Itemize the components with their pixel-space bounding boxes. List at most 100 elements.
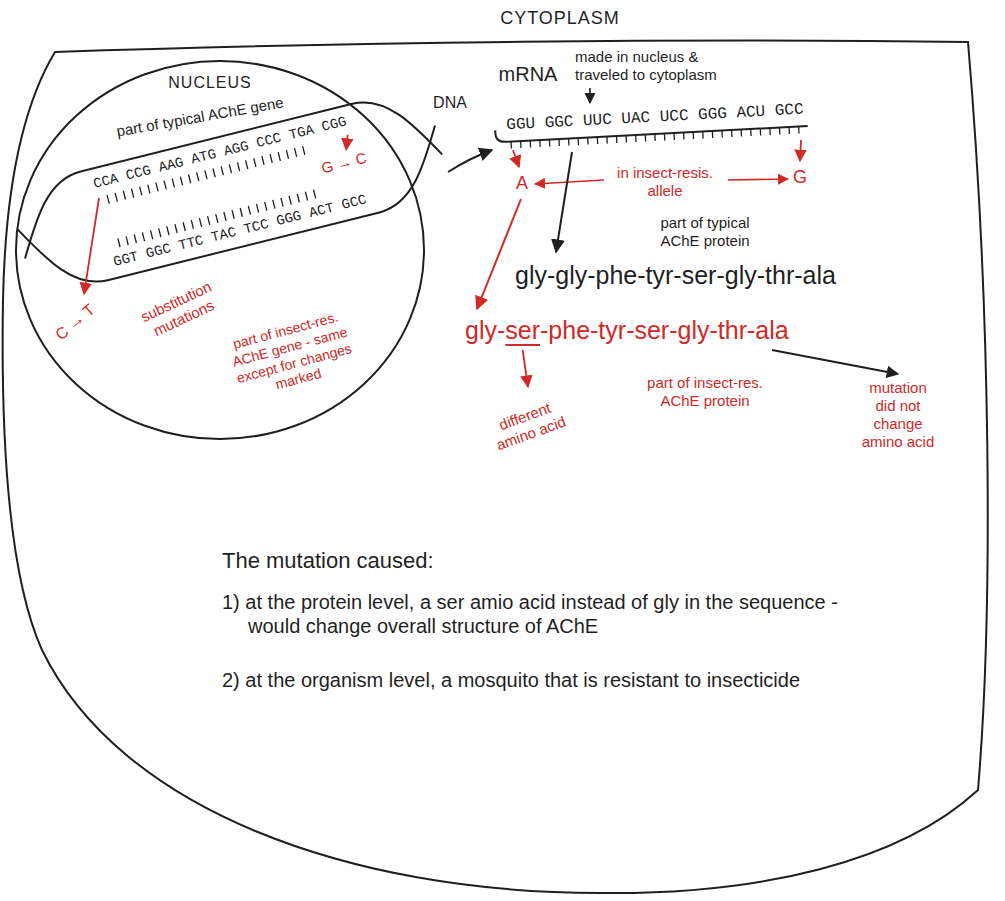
base-pair-tick <box>303 146 316 198</box>
base-tick <box>520 141 522 148</box>
leader-arrow <box>772 350 898 374</box>
label-holder: part of insect-res. AChE protein <box>630 374 780 410</box>
mrna-sequence: GGU GGC UUC UAC UCC GGG ACU GCC <box>506 101 804 136</box>
pointer-arrow <box>589 88 591 103</box>
base-tick <box>606 137 608 144</box>
mutation-arrow <box>84 198 99 294</box>
base-tick <box>731 130 733 137</box>
base-pair-tick <box>246 160 259 212</box>
structure-label: DNA <box>433 93 467 112</box>
nuclear-envelope <box>16 61 424 439</box>
label-holder: gly-ser-phe-tyr-ser-gly-thr-ala <box>465 315 789 345</box>
base-tick <box>673 133 675 140</box>
protein-label: part of typical AChE protein <box>640 214 770 250</box>
base-pair-tick <box>254 158 267 210</box>
base-pair-tick <box>123 191 136 243</box>
mutation-note: part of insect-res. AChE gene - same exc… <box>218 305 366 405</box>
base-pair-tick <box>172 179 185 231</box>
base-pair-tick <box>131 189 144 241</box>
base-tick <box>788 127 790 134</box>
label-holder: mutation did not change amino acid <box>858 379 938 451</box>
base-tick <box>530 141 532 148</box>
label-holder: different amino acid <box>477 392 579 458</box>
base-tick <box>769 128 771 135</box>
mutation-arrow <box>343 135 351 150</box>
base-tick <box>539 140 541 147</box>
label-holder: part of typical AChE protein <box>640 214 770 250</box>
underline-mark <box>505 344 540 346</box>
label-holder: substitution mutations <box>123 270 238 349</box>
base-pair-tick <box>140 187 153 239</box>
label-holder: mRNA <box>499 62 558 86</box>
label-holder: A <box>516 173 528 195</box>
base-pair-tick <box>164 181 177 233</box>
base-pair-tick <box>156 183 169 235</box>
label-holder: C → T <box>51 300 99 344</box>
mutation-label: C → T <box>51 300 99 344</box>
amino-acid-sequence: gly-gly-phe-tyr-ser-gly-thr-ala <box>515 260 836 290</box>
base-pair-tick <box>205 170 218 222</box>
base-tick <box>683 133 685 140</box>
base-pair-tick <box>221 166 234 218</box>
amino-acid-sequence: gly-ser-phe-tyr-ser-gly-thr-ala <box>465 315 789 345</box>
base-pair-tick <box>229 164 242 216</box>
pointer-arrow <box>535 180 604 184</box>
base-tick <box>625 136 627 143</box>
base-pair-tick <box>270 154 283 206</box>
base-pair-tick <box>148 185 161 237</box>
summary-heading: The mutation caused: <box>222 548 434 574</box>
dna-sequence: GGT GGC TTC TAC TCC GGG ACT GCC <box>112 191 369 270</box>
base-tick <box>577 138 579 145</box>
label-holder: made in nucleus & traveled to cytoplasm <box>575 48 750 84</box>
base-change: A <box>516 173 528 195</box>
mutation-note: different amino acid <box>477 392 579 458</box>
base-tick <box>597 137 599 144</box>
mutation-arrow <box>800 140 801 161</box>
region-heading: CYTOPLASM <box>460 8 660 30</box>
base-tick <box>568 139 570 146</box>
base-tick <box>779 127 781 134</box>
label-holder: The mutation caused: <box>222 548 434 574</box>
base-tick <box>721 131 723 138</box>
base-pair-tick <box>213 168 226 220</box>
base-tick <box>664 134 666 141</box>
pointer-arrow <box>728 179 788 180</box>
summary-point: 2) at the organism level, a mosquito tha… <box>222 668 802 692</box>
leader-arrow <box>523 350 528 387</box>
label-holder: DNA <box>433 93 467 112</box>
base-pair-tick <box>107 195 120 247</box>
base-tick <box>798 126 800 133</box>
base-tick <box>558 139 560 146</box>
label-holder: G <box>793 167 807 189</box>
label-holder: 2) at the organism level, a mosquito tha… <box>222 668 802 692</box>
cell-membrane <box>3 40 988 893</box>
base-tick <box>654 134 656 141</box>
base-pair-tick <box>180 177 193 229</box>
base-tick <box>702 132 704 139</box>
base-pair-tick <box>197 172 210 224</box>
protein-label: part of insect-res. AChE protein <box>630 374 780 410</box>
mutation-note: substitution mutations <box>123 270 238 349</box>
base-tick <box>693 132 695 139</box>
mutation-label: G → C <box>320 149 369 178</box>
translation-arrow <box>477 199 521 309</box>
label-holder: 1) at the protein level, a ser amio acid… <box>222 590 882 638</box>
base-change: G <box>793 167 807 189</box>
summary-point: 1) at the protein level, a ser amio acid… <box>222 590 882 638</box>
base-tick <box>760 129 762 136</box>
base-tick <box>645 135 647 142</box>
base-tick <box>635 135 637 142</box>
label-holder: gly-gly-phe-tyr-ser-gly-thr-ala <box>515 260 836 290</box>
base-pair-tick <box>237 162 250 214</box>
mutation-arrow <box>513 150 519 167</box>
label-holder: part of insect-res. AChE gene - same exc… <box>218 305 366 405</box>
transcription-arrow <box>448 150 492 172</box>
base-tick <box>712 131 714 138</box>
base-tick <box>750 129 752 136</box>
allele-note: in insect-resis. allele <box>600 164 730 200</box>
label-holder: in insect-resis. allele <box>600 164 730 200</box>
label-holder: GGU GGC UUC UAC UCC GGG ACU GCC <box>506 101 804 136</box>
base-pair-tick <box>278 152 291 204</box>
